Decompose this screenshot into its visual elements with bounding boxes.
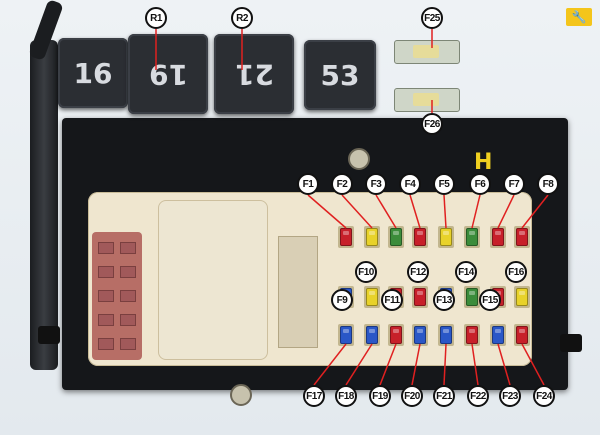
label-f24: F24 [533, 385, 555, 407]
mounting-post-left [38, 326, 60, 344]
maxi-fuse-f25 [394, 40, 460, 64]
fuse-f16 [516, 288, 528, 306]
label-f10: F10 [355, 261, 377, 283]
leader-f1 [307, 194, 347, 229]
label-r1: R1 [145, 7, 167, 29]
fuse-f14 [466, 288, 478, 306]
leader-f7 [497, 194, 515, 229]
fuse-f6 [466, 228, 478, 246]
label-f20: F20 [401, 385, 423, 407]
mounting-bolt [348, 148, 370, 170]
fuse-f24 [516, 326, 528, 344]
leader-f6 [471, 194, 481, 229]
mounting-post-right [560, 334, 582, 352]
label-f4: F4 [399, 173, 421, 195]
relay-16-number: 16 [73, 56, 113, 90]
leader-f24 [521, 343, 545, 386]
fuse-f5 [440, 228, 452, 246]
fuse-f21 [440, 326, 452, 344]
wiring-harness [30, 40, 58, 370]
fuse-f23 [492, 326, 504, 344]
label-f22: F22 [467, 385, 489, 407]
fuse-f4 [414, 228, 426, 246]
leader-f22 [471, 343, 479, 386]
label-f2: F2 [331, 173, 353, 195]
label-f26: F26 [421, 113, 443, 135]
fuse-f1 [340, 228, 352, 246]
label-f6: F6 [469, 173, 491, 195]
mounting-bolt-bottom [230, 384, 252, 406]
label-f13: F13 [433, 289, 455, 311]
relay-socket-bracket [278, 236, 318, 348]
panel-cover [158, 200, 268, 360]
label-f12: F12 [407, 261, 429, 283]
label-f8: F8 [537, 173, 559, 195]
leader-f3 [375, 194, 397, 229]
label-f5: F5 [433, 173, 455, 195]
label-f9: F9 [331, 289, 353, 311]
label-f16: F16 [505, 261, 527, 283]
fuse-f20 [414, 326, 426, 344]
label-f1: F1 [297, 173, 319, 195]
label-f15: F15 [479, 289, 501, 311]
fuse-f22 [466, 326, 478, 344]
leader-f8 [521, 194, 549, 229]
label-f18: F18 [335, 385, 357, 407]
label-f7: F7 [503, 173, 525, 195]
relay-16: 16 [58, 38, 128, 108]
fuse-f7 [492, 228, 504, 246]
leader-f17 [313, 343, 347, 386]
fuse-f8 [516, 228, 528, 246]
label-f21: F21 [433, 385, 455, 407]
label-f25: F25 [421, 7, 443, 29]
leader-f23 [497, 343, 511, 386]
leader-f18 [345, 343, 373, 386]
label-f11: F11 [381, 289, 403, 311]
leader-f5 [443, 194, 447, 229]
leader-f4 [409, 194, 421, 229]
fuse-f18 [366, 326, 378, 344]
leader-f21 [443, 343, 447, 386]
fuse-f10 [366, 288, 378, 306]
label-r2: R2 [231, 7, 253, 29]
leader-f2 [341, 194, 373, 229]
fuse-f19 [390, 326, 402, 344]
fuse-f2 [366, 228, 378, 246]
leader-f19 [379, 343, 397, 386]
leader-f20 [411, 343, 421, 386]
relay-53-number: 53 [320, 58, 360, 92]
label-f3: F3 [365, 173, 387, 195]
fuse-f3 [390, 228, 402, 246]
relay-53: 53 [304, 40, 376, 110]
label-f23: F23 [499, 385, 521, 407]
car-wrench-icon: 🔧 [566, 8, 592, 26]
label-f14: F14 [455, 261, 477, 283]
fuse-f17 [340, 326, 352, 344]
fuse-f12 [414, 288, 426, 306]
relay-r2: 21 [214, 34, 294, 114]
h-mark: H [474, 150, 493, 175]
wire-connector [92, 232, 142, 360]
label-f19: F19 [369, 385, 391, 407]
label-f17: F17 [303, 385, 325, 407]
relay-r1: 19 [128, 34, 208, 114]
